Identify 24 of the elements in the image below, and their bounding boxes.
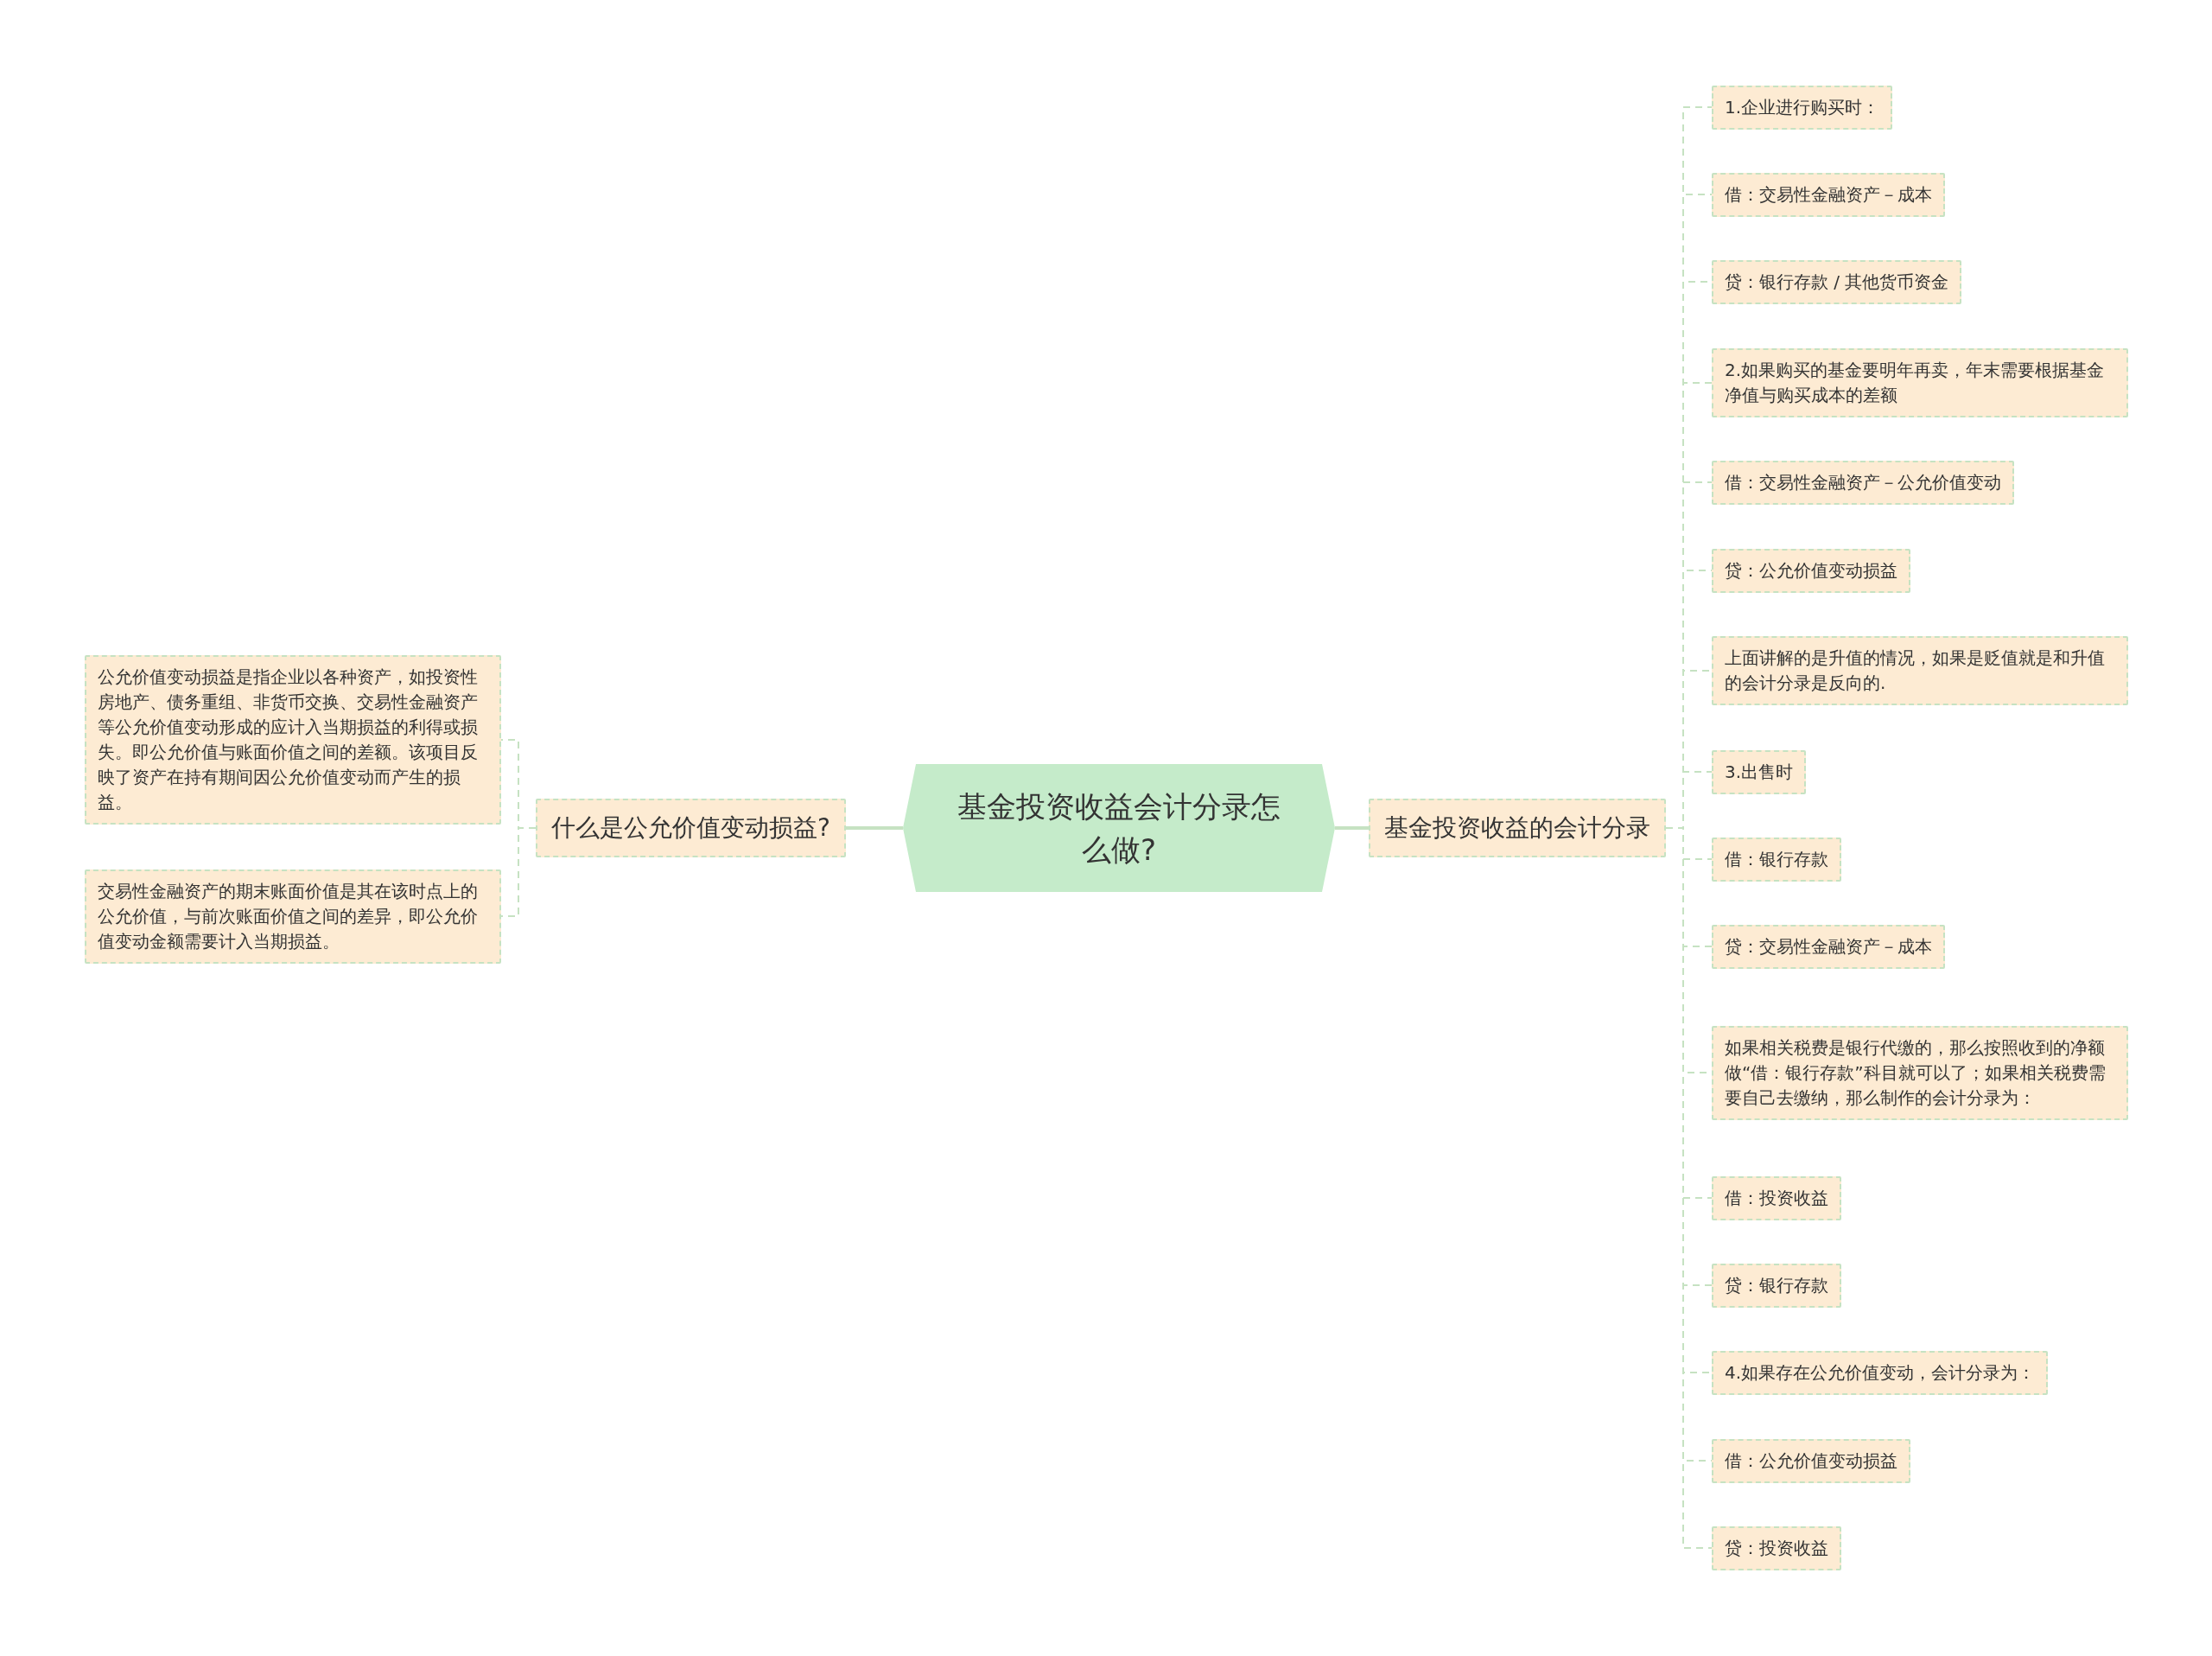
note-box: 3.出售时 — [1712, 749, 1807, 794]
topic-hexagon: 基金投资收益会计分录怎么做? — [903, 764, 1335, 892]
note-box: 公允价值变动损益是指企业以各种资产，如投资性房地产、债务重组、非货币交换、交易性金融资产等公允价值变动形成的应计入当期损益的利得或损失。即公允价值与账面价值之间的差额。该项目反映了资产在持有期间因公允价值变动而产生的损益。 — [85, 655, 501, 825]
note-box: 借：银行存款 — [1712, 837, 1841, 882]
note-box: 贷：银行存款 / 其他货币资金 — [1712, 259, 1962, 304]
connector-line — [845, 826, 903, 830]
connector-line — [1335, 826, 1369, 830]
note-box: 贷：公允价值变动损益 — [1712, 548, 1910, 593]
note-box: 上面讲解的是升值的情况，如果是贬值就是和升值的会计分录是反向的. — [1712, 636, 2128, 705]
note-box: 交易性金融资产的期末账面价值是其在该时点上的公允价值，与前次账面价值之间的差异，即公允价值变动金额需要计入当期损益。 — [85, 869, 501, 964]
note-box: 4.如果存在公允价值变动，会计分录为： — [1712, 1350, 2049, 1395]
note-box: 贷：银行存款 — [1712, 1263, 1841, 1308]
note-box: 借：交易性金融资产－公允价值变动 — [1712, 460, 2014, 505]
note-box: 借：交易性金融资产－成本 — [1712, 172, 1945, 217]
note-box: 如果相关税费是银行代缴的，那么按照收到的净额做“借：银行存款”科目就可以了；如果相关税费需要自己去缴纳，那么制作的会计分录为： — [1712, 1025, 2128, 1120]
note-box: 贷：投资收益 — [1712, 1525, 1841, 1570]
note-box: 借：投资收益 — [1712, 1175, 1841, 1220]
branch-box: 基金投资收益的会计分录 — [1369, 799, 1666, 857]
note-box: 借：公允价值变动损益 — [1712, 1438, 1910, 1483]
note-box: 1.企业进行购买时： — [1712, 85, 1893, 130]
connector-line — [500, 827, 537, 917]
note-box: 贷：交易性金融资产－成本 — [1712, 924, 1945, 969]
note-box: 2.如果购买的基金要明年再卖，年末需要根据基金净值与购买成本的差额 — [1712, 348, 2128, 417]
branch-box: 什么是公允价值变动损益? — [536, 799, 846, 857]
